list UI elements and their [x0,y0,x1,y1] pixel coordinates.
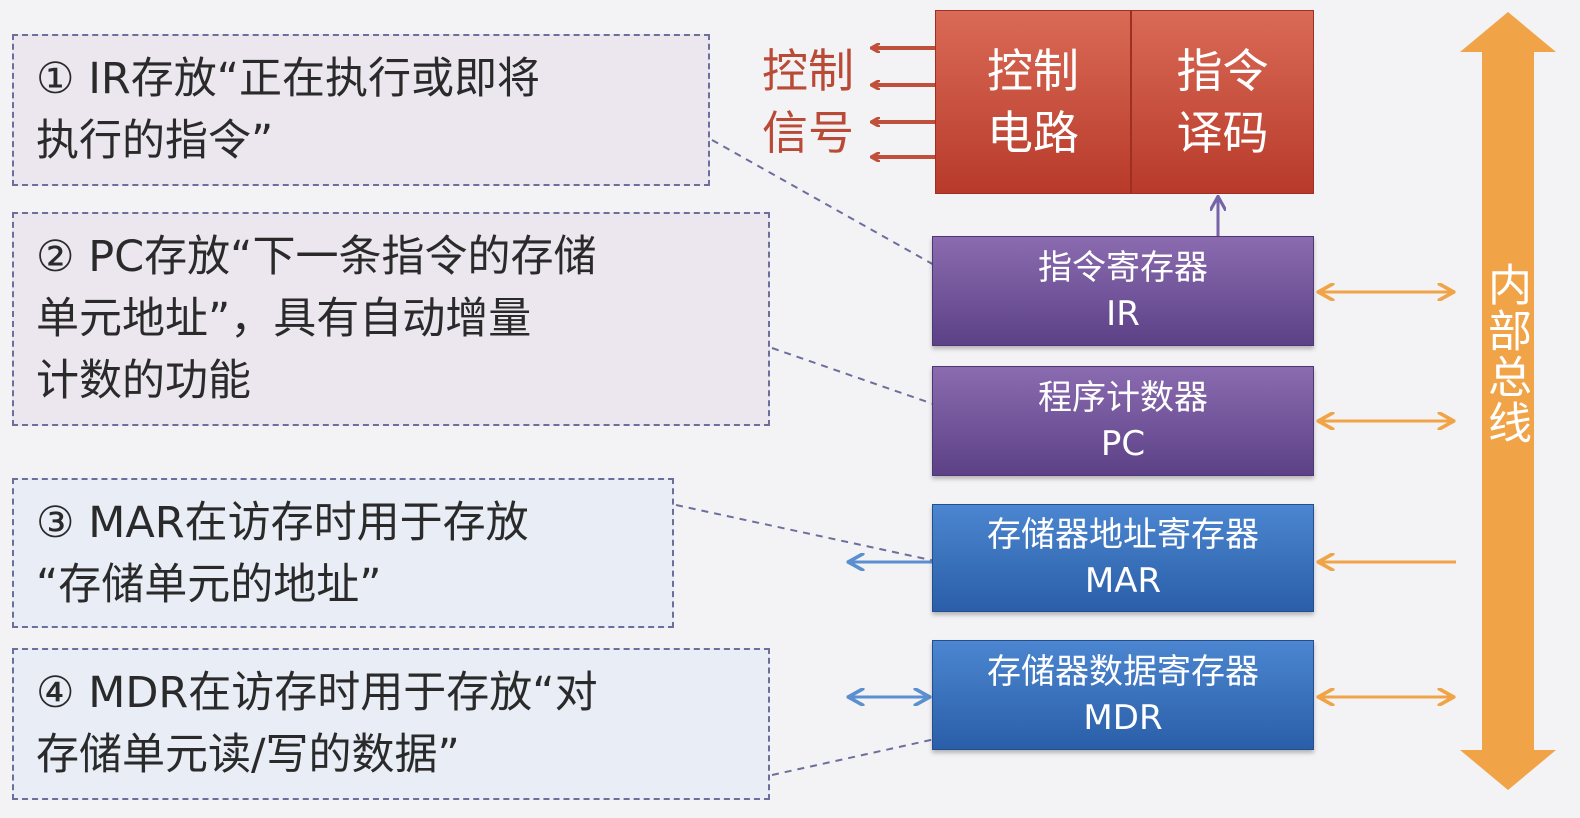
internal-bus-arrow [1460,12,1556,790]
mar-register-abbr: MAR [1084,561,1162,601]
mdr-register: 存储器数据寄存器 MDR [932,640,1314,750]
instruction-decode-line-1: 指令 [1176,44,1269,98]
mdr-register-name: 存储器数据寄存器 [987,652,1259,692]
note-pc: ② PC存放“下一条指令的存储 单元地址”，具有自动增量 计数的功能 [12,212,770,426]
note-ir-line-2: 执行的指令” [36,116,274,166]
control-signal-line-2: 信号 [762,106,854,160]
note-mar-line-2: “存储单元的地址” [36,560,382,610]
note-pc-line-3: 计数的功能 [36,356,251,406]
note-mar: ③ MAR在访存时用于存放 “存储单元的地址” [12,478,674,628]
note-ir-line-1: ① IR存放“正在执行或即将 [36,54,541,104]
callout-line-mdr [771,727,986,776]
ir-register: 指令寄存器 IR [932,236,1314,346]
note-pc-line-1: ② PC存放“下一条指令的存储 [36,232,597,282]
ir-register-abbr: IR [1106,294,1140,334]
control-signal-label: 控制 信号 [762,40,854,164]
note-mar-line-1: ③ MAR在访存时用于存放 [36,498,529,548]
ir-register-name: 指令寄存器 [1038,248,1208,288]
pc-register: 程序计数器 PC [932,366,1314,476]
note-mdr-line-2: 存储单元读/写的数据” [36,730,460,780]
mar-register: 存储器地址寄存器 MAR [932,504,1314,612]
control-circuit-block: 控制 电路 [935,10,1131,194]
note-ir: ① IR存放“正在执行或即将 执行的指令” [12,34,710,186]
internal-bus-label: 内部总线 [1480,262,1531,446]
control-signal-line-1: 控制 [762,44,854,98]
instruction-decode-line-2: 译码 [1176,106,1269,160]
control-circuit-line-1: 控制 [987,44,1079,98]
mar-register-name: 存储器地址寄存器 [987,515,1259,555]
note-pc-line-2: 单元地址”，具有自动增量 [36,294,532,344]
instruction-decode-block: 指令 译码 [1131,10,1314,194]
pc-register-name: 程序计数器 [1038,378,1208,418]
control-circuit-line-2: 电路 [987,106,1079,160]
note-mdr-line-1: ④ MDR在访存时用于存放“对 [36,668,598,718]
note-mdr: ④ MDR在访存时用于存放“对 存储单元读/写的数据” [12,648,770,800]
callout-line-mar [675,504,941,563]
mdr-register-abbr: MDR [1083,698,1163,738]
pc-register-abbr: PC [1100,424,1146,464]
